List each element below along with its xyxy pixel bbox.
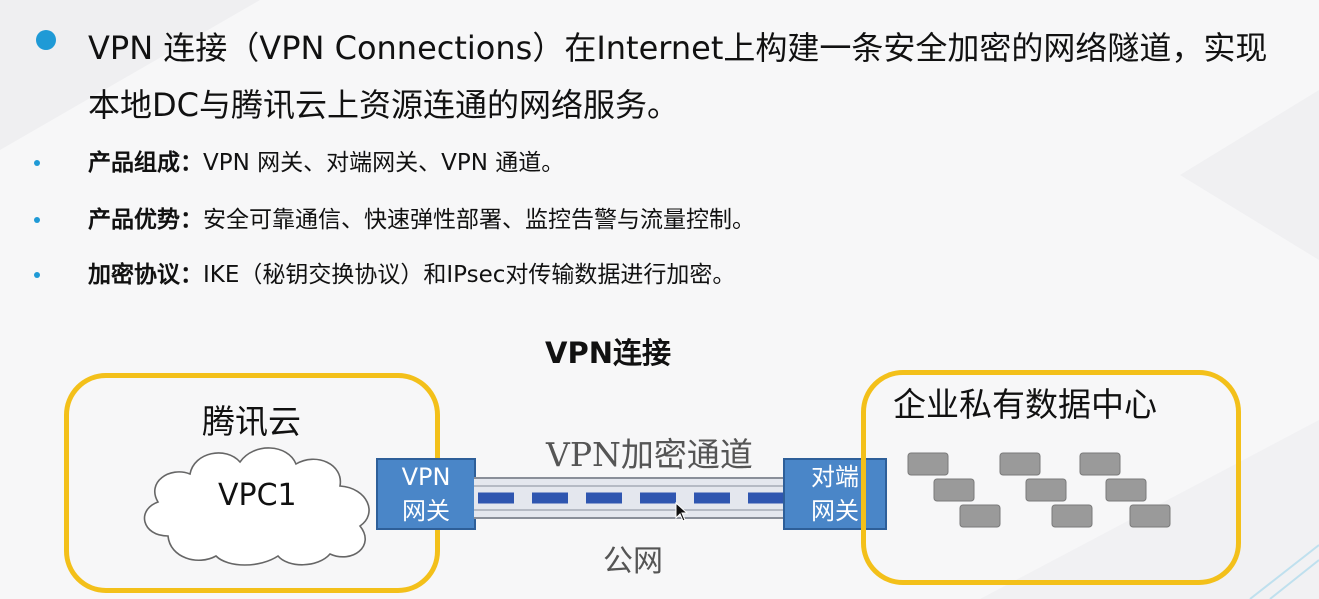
diagram-title: VPN连接 [545,336,671,370]
tunnel-label: VPN加密通道 [546,435,753,474]
public-network-label: 公网 [603,544,663,579]
mouse-cursor-icon [675,502,689,522]
intro-text: VPN 连接（VPN Connections）在Internet上构建一条安全加… [88,29,1268,124]
tencent-cloud-label: 腾讯云 [202,402,301,441]
peer-gateway-line2: 网关 [811,497,859,525]
vpn-gateway: VPN 网关 [376,458,476,530]
peer-gateway-line1: 对端 [811,463,859,491]
vpn-gateway-line2: 网关 [402,497,450,525]
vpn-gateway-line1: VPN [401,463,451,491]
enterprise-dc-region [861,370,1241,585]
enterprise-dc-label: 企业私有数据中心 [893,385,1157,424]
bullet-label: 产品组成： [88,150,203,176]
bullet-label: 加密协议： [88,262,203,288]
bullet-item: 加密协议：IKE（秘钥交换协议）和IPsec对传输数据进行加密。 [34,255,1234,295]
bullet-dot [34,160,40,166]
vpn-tunnel [474,477,784,519]
cloud-icon [143,447,370,566]
bullet-text: VPN 网关、对端网关、VPN 通道。 [203,150,565,176]
bullet-text: 安全可靠通信、快速弹性部署、监控告警与流量控制。 [203,207,755,233]
bullet-dot [36,30,56,50]
bullet-text: IKE（秘钥交换协议）和IPsec对传输数据进行加密。 [203,262,736,288]
bullet-dot [34,217,40,223]
vpc-label: VPC1 [218,478,297,513]
bullet-dot [34,272,40,278]
bullet-label: 产品优势： [88,207,203,233]
peer-gateway: 对端 网关 [783,458,887,530]
server-blocks-icon [907,452,1171,528]
bullet-item: 产品优势：安全可靠通信、快速弹性部署、监控告警与流量控制。 [34,200,1234,240]
bullet-item: 产品组成：VPN 网关、对端网关、VPN 通道。 [34,143,1234,183]
